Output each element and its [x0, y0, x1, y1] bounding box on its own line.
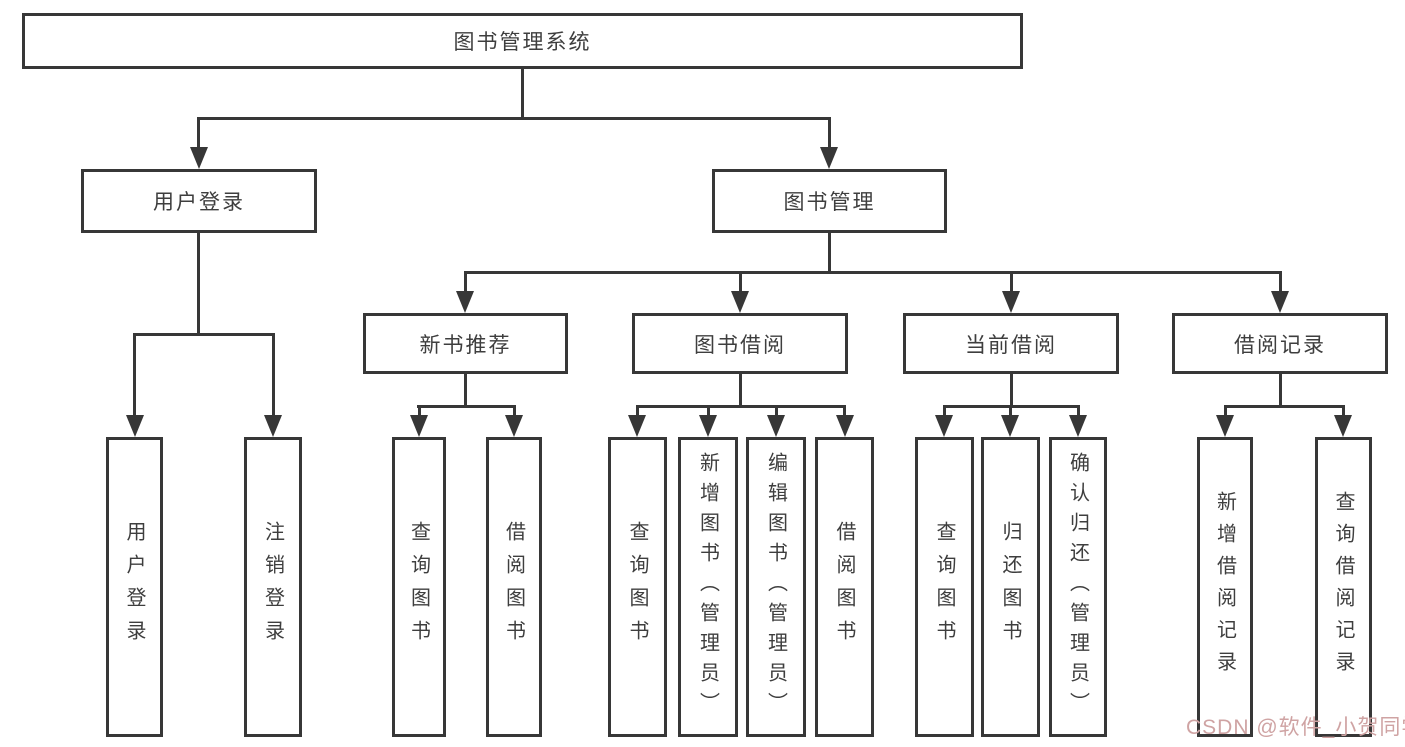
- connector-segment: [1077, 405, 1080, 415]
- connector-segment: [1224, 405, 1227, 415]
- leaf-records-add-record: 新增借阅记录: [1197, 437, 1253, 737]
- connector-segment: [1224, 405, 1345, 408]
- arrow-head: [1002, 291, 1020, 313]
- leaf-records-query-record: 查询借阅记录: [1315, 437, 1372, 737]
- node-book-management: 图书管理: [712, 169, 947, 233]
- connector-segment: [636, 405, 846, 408]
- connector-segment: [828, 233, 831, 272]
- arrow-head: [126, 415, 144, 437]
- connector-segment: [843, 405, 846, 415]
- connector-segment: [197, 233, 200, 335]
- node-label: 查询图书: [626, 521, 648, 653]
- connector-segment: [417, 405, 516, 408]
- node-current-borrowing: 当前借阅: [903, 313, 1119, 374]
- leaf-borrowing-query-book: 查询图书: [608, 437, 667, 737]
- node-library-management-system: 图书管理系统: [22, 13, 1023, 69]
- connector-segment: [521, 69, 524, 118]
- arrow-head: [836, 415, 854, 437]
- connector-segment: [464, 374, 467, 408]
- node-label: 图书管理: [783, 191, 876, 214]
- connector-segment: [943, 405, 946, 415]
- node-label: 当前借阅: [965, 333, 1057, 357]
- arrow-head: [1271, 291, 1289, 313]
- arrow-head: [1216, 415, 1234, 437]
- connector-segment: [418, 405, 421, 415]
- arrow-head: [628, 415, 646, 437]
- node-borrowing-records: 借阅记录: [1172, 313, 1388, 374]
- arrow-head: [410, 415, 428, 437]
- arrow-head: [699, 415, 717, 437]
- csdn-watermark: CSDN @软件_小贺同学: [1186, 716, 1405, 739]
- node-label: 编辑图书（管理员）: [764, 452, 787, 722]
- node-user-login: 用户登录: [81, 169, 317, 233]
- connector-segment: [464, 271, 1282, 274]
- connector-segment: [1279, 374, 1282, 408]
- leaf-current-query-book: 查询图书: [915, 437, 974, 737]
- leaf-current-return-book: 归还图书: [981, 437, 1040, 737]
- leaf-user-login: 用户登录: [106, 437, 163, 737]
- leaf-current-confirm-return-admin: 确认归还（管理员）: [1049, 437, 1107, 737]
- connector-segment: [133, 333, 275, 336]
- node-label: 注销登录: [261, 521, 284, 653]
- node-label: 归还图书: [999, 521, 1021, 653]
- connector-segment: [828, 117, 831, 147]
- connector-segment: [707, 405, 710, 415]
- leaf-borrowing-borrow-book: 借阅图书: [815, 437, 874, 737]
- connector-segment: [197, 117, 831, 120]
- arrow-head: [1001, 415, 1019, 437]
- connector-segment: [133, 333, 136, 415]
- connector-segment: [636, 405, 639, 415]
- arrow-head: [264, 415, 282, 437]
- node-label: 借阅记录: [1234, 333, 1326, 357]
- node-label: 新书推荐: [419, 333, 512, 357]
- connector-segment: [1342, 405, 1345, 415]
- node-label: 借阅图书: [502, 521, 525, 653]
- arrow-head: [767, 415, 785, 437]
- connector-segment: [513, 405, 516, 415]
- node-book-borrowing: 图书借阅: [632, 313, 848, 374]
- node-label: 图书借阅: [694, 333, 786, 357]
- node-label: 新增图书（管理员）: [696, 452, 719, 722]
- node-label: 查询借阅记录: [1332, 491, 1354, 683]
- connector-segment: [197, 117, 200, 147]
- connector-segment: [739, 374, 742, 408]
- node-new-book-recommend: 新书推荐: [363, 313, 568, 374]
- leaf-borrowing-add-book-admin: 新增图书（管理员）: [678, 437, 738, 737]
- node-label: 图书管理系统: [453, 31, 592, 54]
- arrow-head: [456, 291, 474, 313]
- arrow-head: [820, 147, 838, 169]
- connector-segment: [739, 271, 742, 291]
- node-label: 用户登录: [123, 521, 145, 653]
- leaf-recommend-query-book: 查询图书: [392, 437, 446, 737]
- arrow-head: [1069, 415, 1087, 437]
- leaf-recommend-borrow-book: 借阅图书: [486, 437, 542, 737]
- connector-segment: [1010, 271, 1013, 291]
- leaf-logout: 注销登录: [244, 437, 302, 737]
- connector-segment: [1279, 271, 1282, 291]
- leaf-borrowing-edit-book-admin: 编辑图书（管理员）: [746, 437, 806, 737]
- arrow-head: [1334, 415, 1352, 437]
- node-label: 查询图书: [933, 521, 955, 653]
- connector-segment: [272, 333, 275, 415]
- connector-segment: [464, 271, 467, 291]
- arrow-head: [190, 147, 208, 169]
- connector-segment: [775, 405, 778, 415]
- node-label: 确认归还（管理员）: [1066, 452, 1089, 722]
- node-label: 新增借阅记录: [1213, 491, 1236, 683]
- connector-segment: [1009, 405, 1012, 415]
- arrow-head: [935, 415, 953, 437]
- node-label: 借阅图书: [833, 521, 855, 653]
- connector-segment: [1010, 374, 1013, 408]
- node-label: 查询图书: [407, 521, 430, 653]
- arrow-head: [731, 291, 749, 313]
- node-label: 用户登录: [153, 191, 245, 214]
- arrow-head: [505, 415, 523, 437]
